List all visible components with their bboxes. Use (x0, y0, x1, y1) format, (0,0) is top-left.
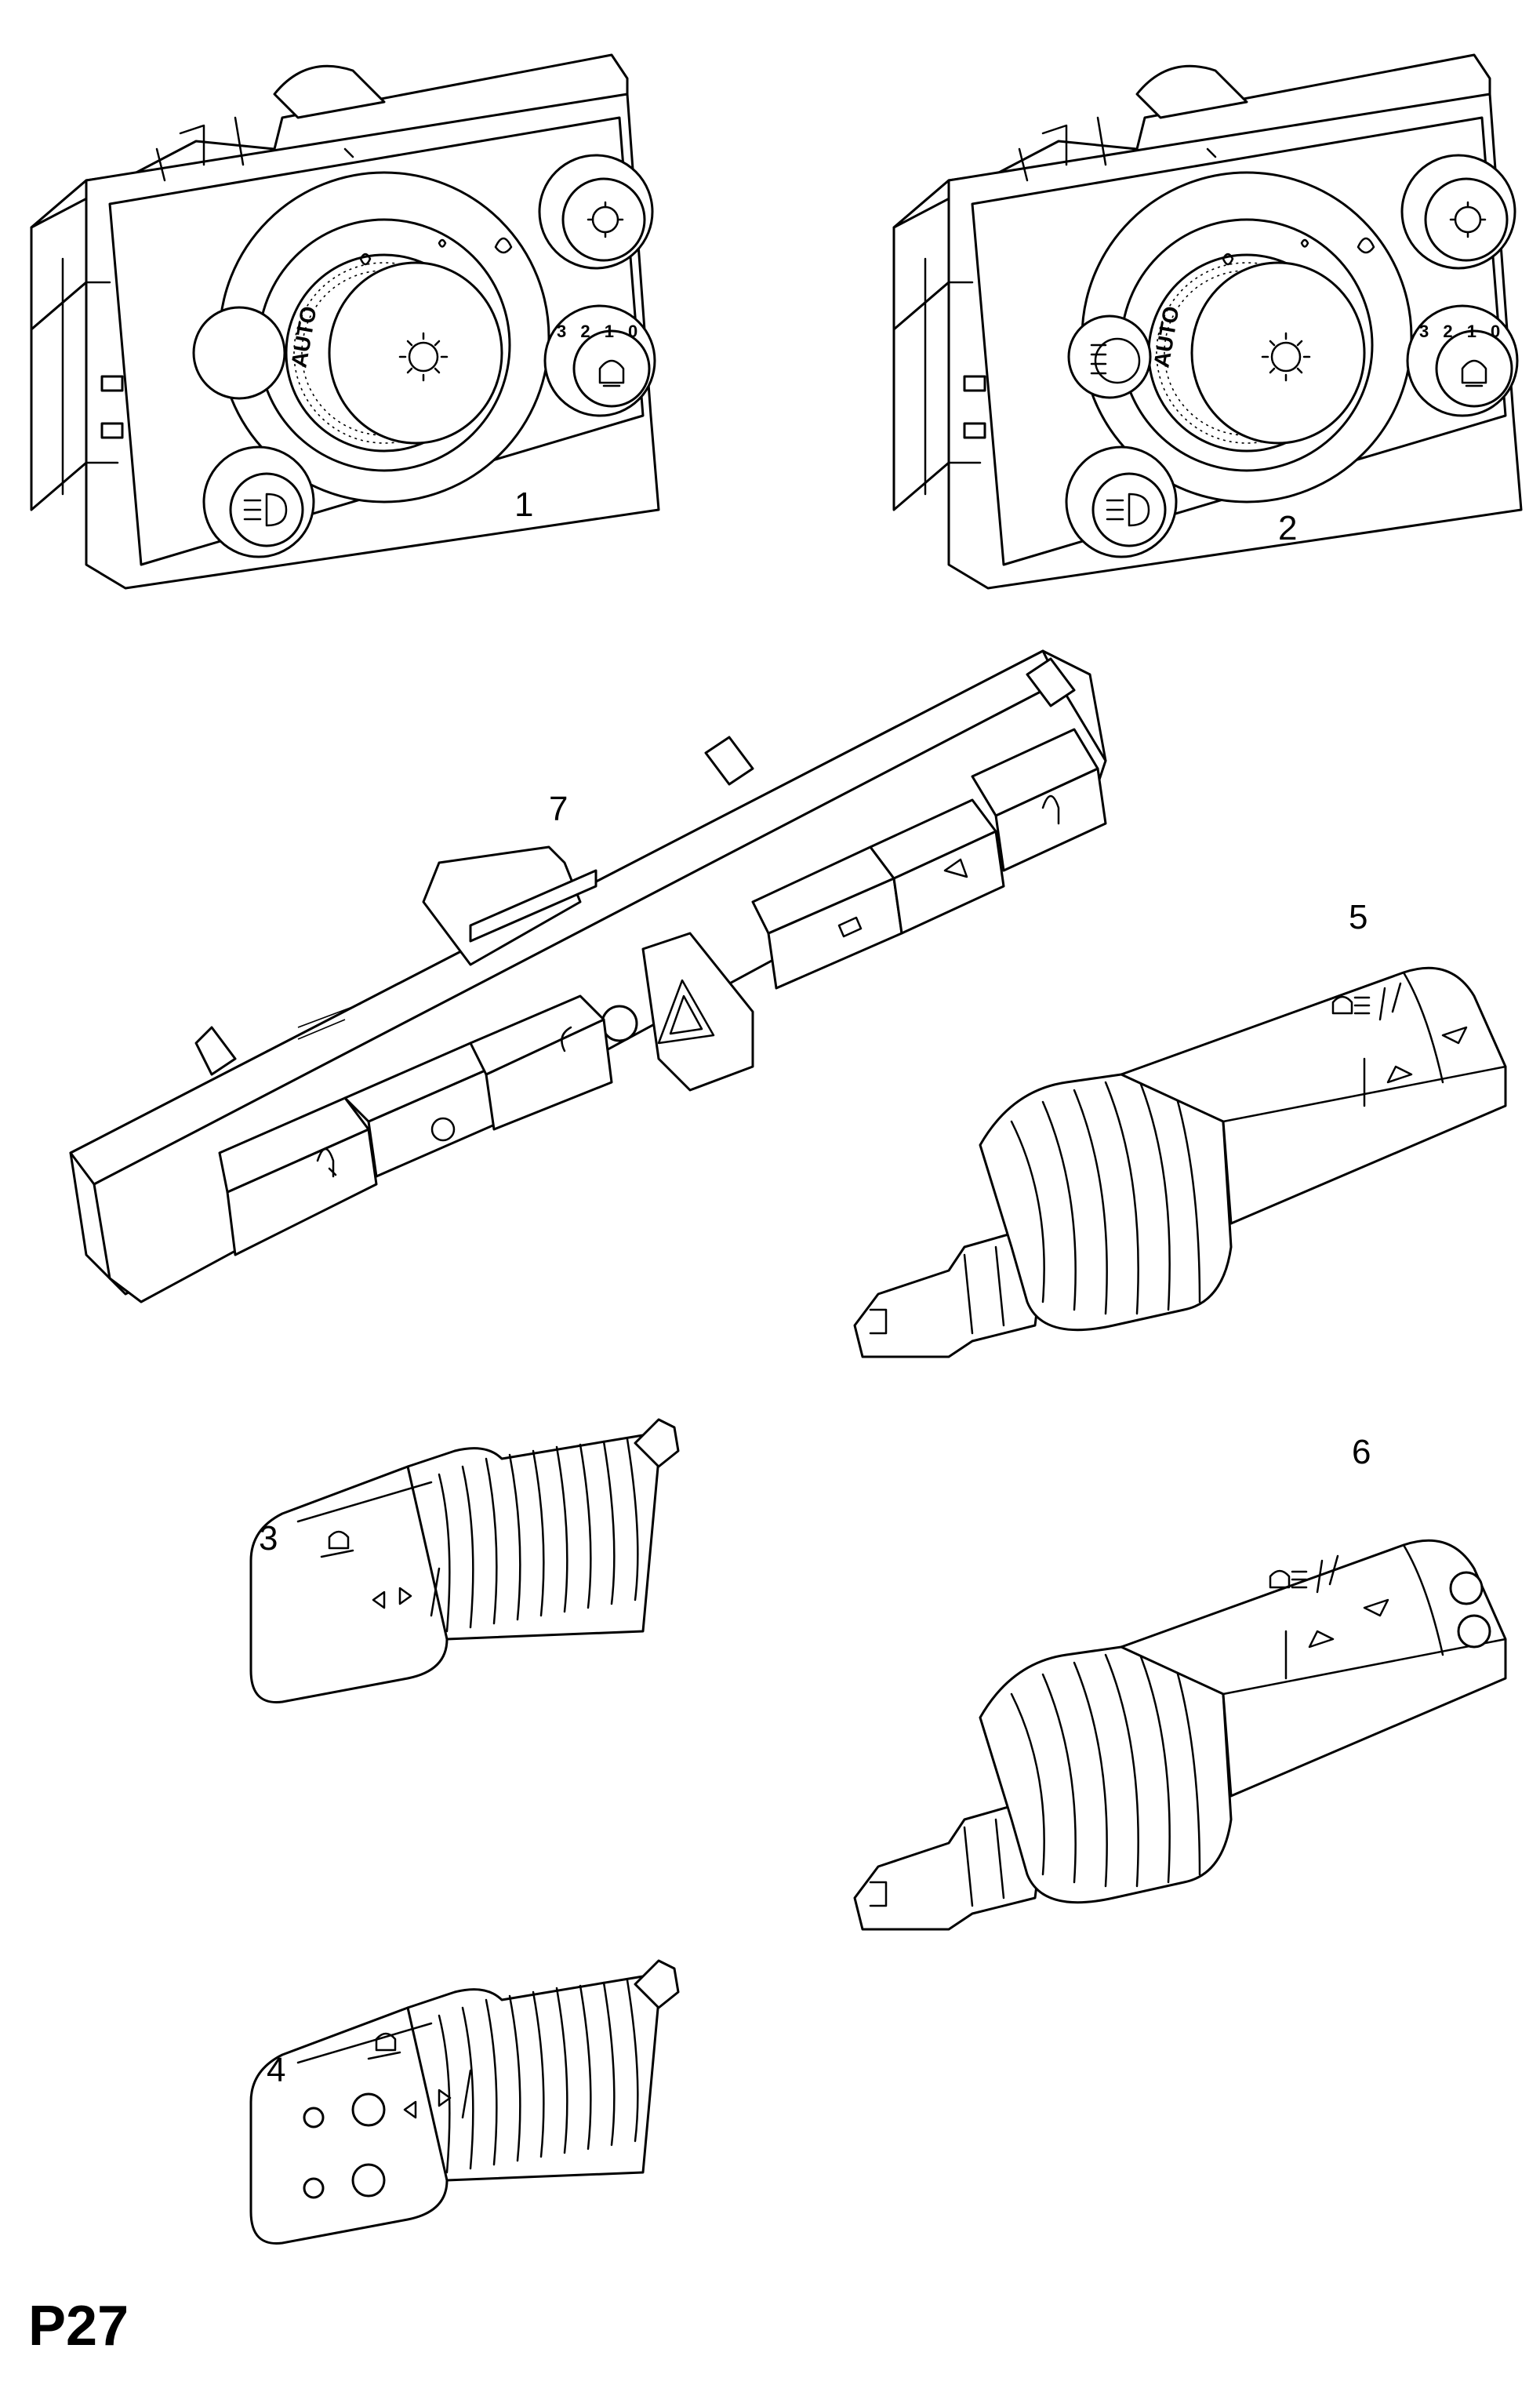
switch-bar-7 (69, 649, 1107, 1303)
callout-3: 3 (259, 1519, 278, 1558)
callout-6: 6 (1352, 1433, 1371, 1471)
heater-panel-1-blank-knob (192, 306, 286, 400)
callout-2: 2 (1278, 509, 1298, 547)
light-switch-stalk-4 (249, 1959, 680, 2245)
heater-control-panel-1 (30, 53, 660, 590)
callout-1: 1 (514, 485, 534, 524)
callout-5: 5 (1349, 898, 1368, 936)
callout-4: 4 (267, 2051, 286, 2089)
callout-7: 7 (549, 790, 568, 828)
indicator-stalk-5 (853, 966, 1507, 1358)
heater-control-panel-2 (892, 53, 1523, 590)
light-switch-stalk-3 (249, 1418, 680, 1703)
page-code: P27 (28, 2295, 129, 2358)
indicator-stalk-6 (853, 1539, 1507, 1931)
